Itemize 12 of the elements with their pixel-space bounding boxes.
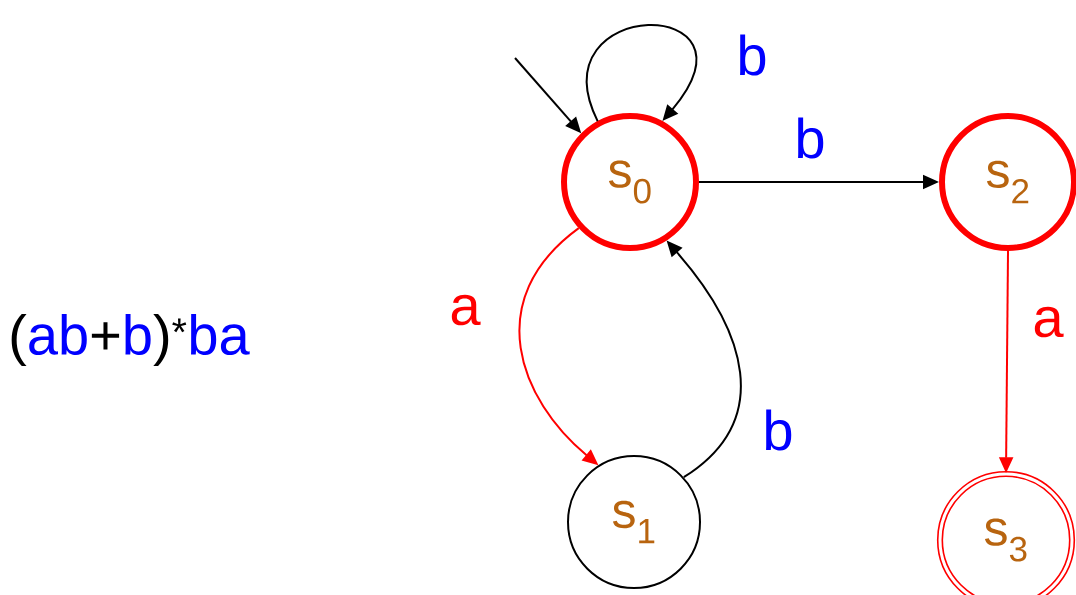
regex-part: b (125, 313, 151, 356)
regex-part: ba (191, 313, 250, 356)
edge-label: a (1031, 305, 1065, 339)
arrow (586, 24, 698, 123)
regex-part: ab (29, 313, 87, 356)
edge-label: b (761, 408, 795, 452)
regex-part: )$^{*}$ (153, 313, 187, 367)
regex-part: ( (11, 313, 27, 367)
regex-part: + (91, 322, 120, 350)
edge-label: b (735, 33, 769, 77)
edge-label: a (448, 293, 482, 327)
edge-label: b (793, 116, 827, 160)
